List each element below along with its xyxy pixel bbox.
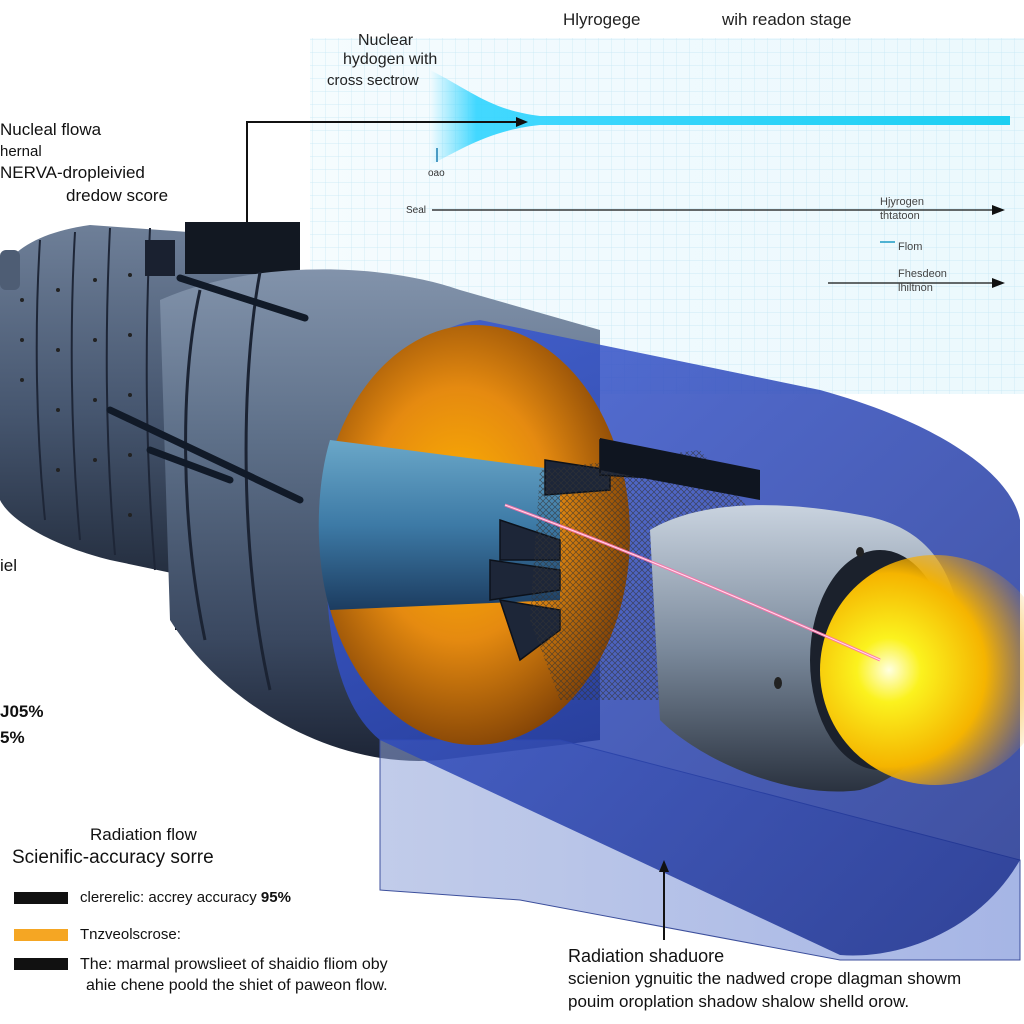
radeon-arrow-head	[992, 278, 1005, 288]
hydrogen-leader-arrow	[516, 117, 528, 127]
hydrogen-label-line1: Nuclear	[358, 32, 414, 49]
legend-title: Radiation flow	[90, 825, 197, 844]
upper-manifold	[600, 438, 760, 500]
legend-item-accuracy-text: clererelic: accrey accuracy	[80, 889, 261, 906]
hydrogen-label-line3: cross sectrow	[327, 72, 419, 89]
grid-tick-label: oao	[428, 168, 445, 179]
sensor-box	[185, 222, 300, 274]
legend-swatch-orange	[14, 929, 68, 941]
header-radeon-stage: wih readon stage	[722, 10, 852, 29]
pct-label-1: J05%	[0, 702, 44, 721]
seal-arrow-head	[992, 205, 1005, 215]
body-struts	[106, 274, 309, 504]
legend-item-accuracy-value: 95%	[260, 889, 291, 906]
legend-swatch-thermal	[14, 958, 68, 970]
legend-item-thermal-line1: The: marmal prowslieet of shaidio fliom …	[80, 956, 388, 973]
legend-item-accuracy: clererelic: accrey accuracy 95%	[80, 889, 291, 906]
nozzle-bolt	[774, 677, 782, 689]
seal-label: Seal	[406, 205, 427, 216]
hydrogen-grid-label-1: Hjyrogen	[880, 196, 925, 208]
legend-item-orange: Tnzveolscrose:	[80, 926, 181, 943]
mount-block	[145, 240, 175, 276]
hydrogen-label-line2: hydogen with	[343, 51, 438, 68]
radiation-flow-core	[504, 504, 881, 661]
legend-subtitle: Scienific-accuracy sorre	[12, 847, 214, 868]
radeon-grid-label-1: Fhesdeon	[898, 268, 947, 280]
shield-fragment-label: iel	[0, 556, 18, 575]
shadow-desc-line1: scienion ygnuitic the nadwed crope dlagm…	[568, 969, 962, 988]
legend-item-thermal-line2: ahie chene poold the shiet of pawеon flo…	[86, 977, 388, 994]
shadow-desc-line2: pouim oroplation shadow shalow shelld or…	[568, 992, 910, 1011]
exhaust-plume	[820, 555, 1024, 785]
shadow-leader-arrow	[659, 860, 669, 872]
nozzle-bolt	[856, 547, 864, 557]
left-label-line2: hernal	[0, 143, 42, 160]
hydrogen-leader-line	[246, 121, 525, 222]
radeon-grid-label-2: lhiltnon	[898, 282, 933, 294]
rear-ribs	[35, 227, 156, 571]
hydrogen-beam	[430, 70, 1010, 165]
legend-swatch-accuracy	[14, 892, 68, 904]
header-hydrogen: Hlyrogege	[563, 10, 641, 29]
shadow-title: Radiation shaduore	[568, 946, 725, 966]
rear-cap	[0, 250, 20, 290]
pct-label-2: 5%	[0, 728, 25, 747]
rear-bolts	[20, 273, 132, 517]
hydrogen-grid-label-2: thtatoon	[880, 210, 920, 222]
flom-label: Flom	[898, 241, 923, 253]
left-label-line3: NERVA-dropleivied	[0, 163, 145, 182]
left-label-line1: Nucleal flowa	[0, 120, 102, 139]
left-label-line4: dredow score	[66, 186, 169, 205]
